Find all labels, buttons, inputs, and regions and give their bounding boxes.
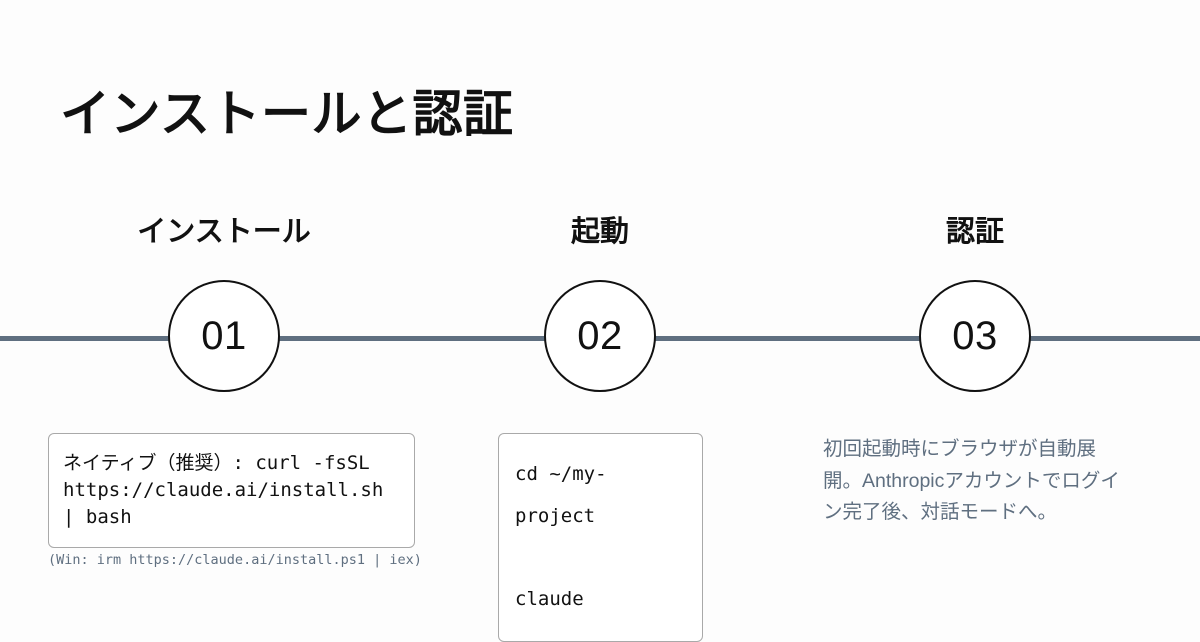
step-1-label: インストール	[137, 216, 311, 248]
step-3-number: 03	[952, 314, 998, 358]
step-2-code-block[interactable]: cd ~/my-project claude	[498, 433, 703, 642]
step-2-circle[interactable]: 02	[544, 280, 656, 392]
step-3-circle[interactable]: 03	[919, 280, 1031, 392]
step-2-label: 起動	[570, 216, 629, 248]
step-1-number: 01	[201, 314, 247, 358]
page-title: インストールと認証	[60, 85, 514, 142]
step-1-code-note: (Win: irm https://claude.ai/install.ps1 …	[48, 552, 422, 568]
timeline-step-2: 起動 02 cd ~/my-project claude	[430, 0, 770, 642]
step-3-description: 初回起動時にブラウザが自動展開。Anthropicアカウントでログイン完了後、対…	[823, 438, 1120, 524]
step-1-circle[interactable]: 01	[168, 280, 280, 392]
step-2-number: 02	[577, 314, 623, 358]
step-1-code-block[interactable]: ネイティブ（推奨）: curl -fsSL https://claude.ai/…	[48, 433, 415, 548]
timeline-step-3: 認証 03 初回起動時にブラウザが自動展開。Anthropicアカウントでログイ…	[805, 0, 1145, 590]
timeline-step-1: インストール 01 ネイティブ（推奨）: curl -fsSL https://…	[48, 0, 422, 590]
step-3-label: 認証	[945, 216, 1004, 248]
